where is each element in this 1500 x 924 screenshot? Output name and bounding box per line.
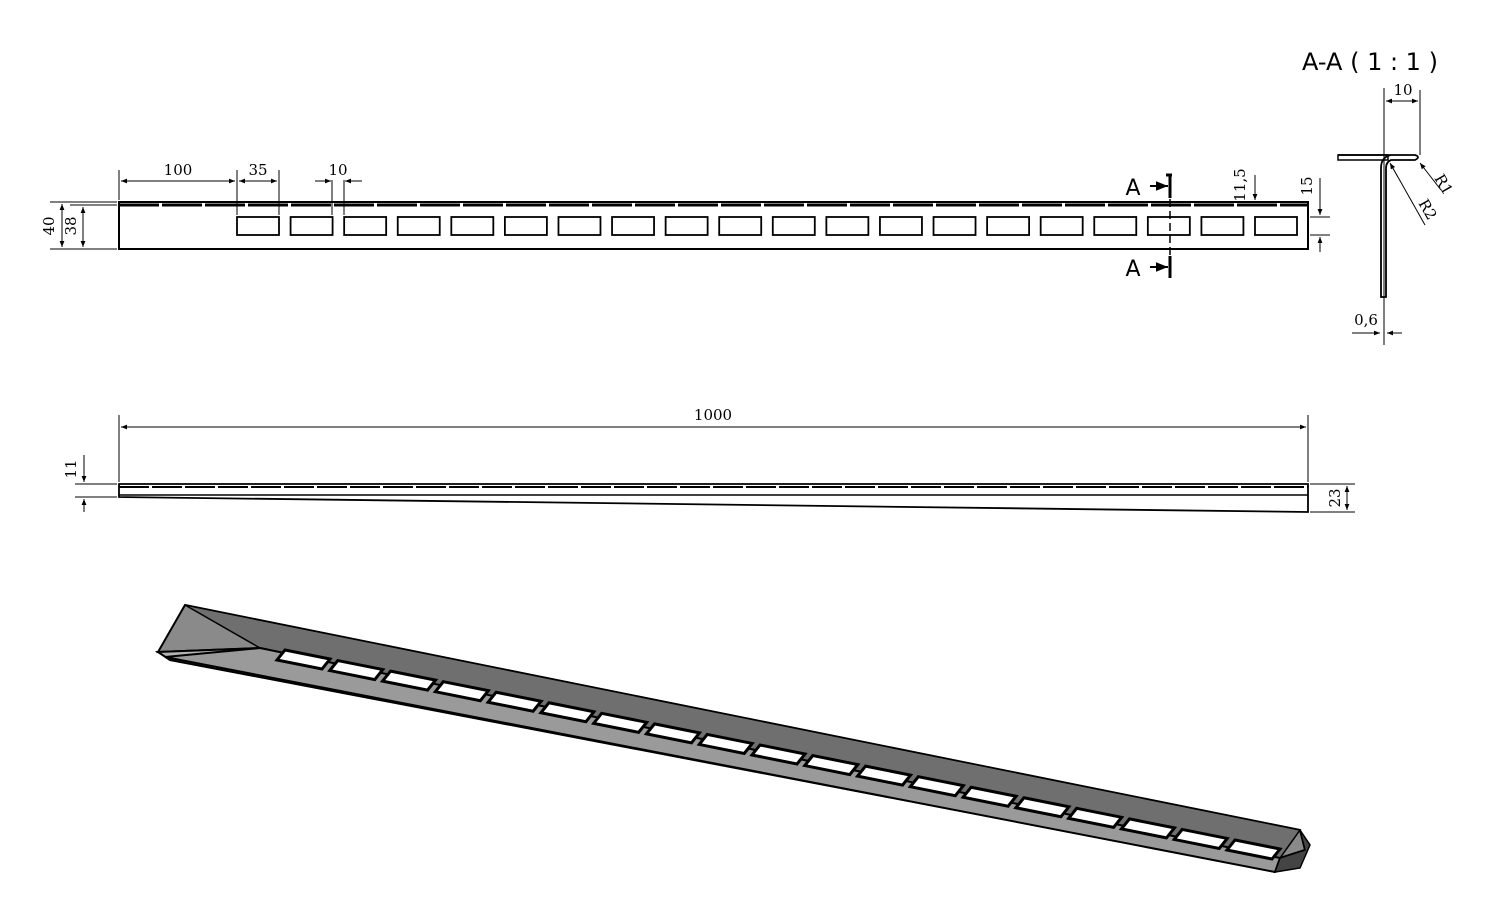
section-view: A-A ( 1 : 1 ) 10 R1 R2 0,6 [1302,48,1457,345]
slot [236,216,280,236]
top-profile [118,483,1309,513]
section-title: A-A ( 1 : 1 ) [1302,48,1438,76]
front-view: 100 35 10 40 38 11,5 15 A A [40,161,1330,282]
dim-height-outer: 40 [40,216,58,235]
slot [343,216,388,236]
slot [1039,216,1084,236]
dim-left-height: 11 [62,459,80,478]
slot [611,216,655,236]
slot [396,216,441,236]
dim-r2: R2 [1415,196,1441,223]
iso-slot [907,775,967,798]
dim-section-width: 10 [1393,81,1412,99]
iso-slot [1171,827,1230,851]
dim-slot-gap: 10 [328,161,347,179]
section-label-top: A [1125,176,1140,201]
slot [932,216,977,236]
slot [1254,216,1298,236]
iso-slot [696,732,755,756]
iso-slot [485,690,544,713]
iso-slot [327,658,386,682]
slot [450,216,495,236]
slot [825,216,870,236]
dim-slot-height: 15 [1298,176,1316,195]
iso-slot [379,669,439,692]
dim-slot-length: 35 [248,161,267,179]
slot [1093,216,1138,236]
slot [557,216,602,236]
dim-r1: R1 [1431,171,1457,198]
iso-slot [538,701,597,724]
section-label-bottom: A [1125,257,1140,282]
top-view: 1000 11 23 [62,406,1355,513]
iso-slot [1065,806,1125,829]
iso-slot [1013,796,1072,819]
slot [986,216,1031,236]
iso-slot [960,785,1019,808]
iso-slot [1224,838,1283,861]
iso-slot [749,743,808,766]
slot [1200,216,1245,236]
iso-slot [1118,817,1178,840]
slot [503,216,548,236]
dim-slot-top: 11,5 [1231,168,1249,201]
iso-slot [274,648,333,671]
iso-slot [590,711,650,734]
slot [289,216,334,236]
iso-slot [432,680,492,703]
slot [879,216,923,236]
isometric-view [154,603,1311,874]
dim-height-inner: 38 [62,216,80,235]
profile-outline [118,201,1309,250]
dim-start-offset: 100 [164,161,193,179]
slot [664,216,709,236]
dim-length: 1000 [694,406,732,424]
iso-slot-group [274,648,1283,861]
iso-slot [854,764,914,787]
slot [1146,216,1191,236]
iso-slot [802,753,861,777]
slot [718,216,763,236]
section-profile [1338,154,1419,298]
dim-thickness: 0,6 [1354,311,1378,329]
slot-group [236,216,1298,236]
iso-slot [643,722,703,745]
dim-right-height: 23 [1326,488,1344,507]
slot [771,216,816,236]
